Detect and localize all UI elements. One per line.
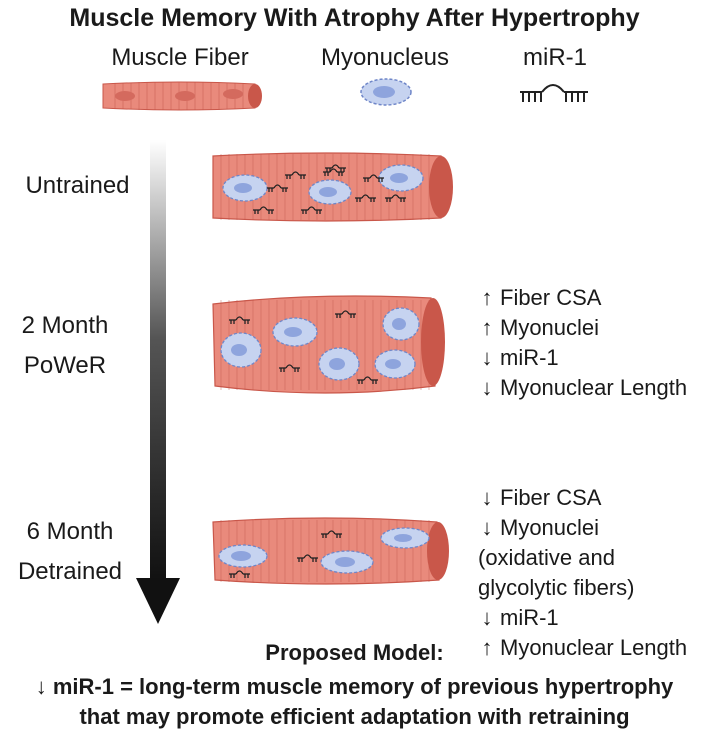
myonucleus-icon bbox=[380, 527, 430, 549]
arrow-down-icon: ↓ bbox=[481, 485, 493, 510]
model-line-1: ↓ miR-1 = long-term muscle memory of pre… bbox=[35, 674, 674, 699]
model-heading: Proposed Model: bbox=[265, 640, 444, 665]
arrow-down-icon: ↓ bbox=[481, 515, 493, 540]
detrained-effect-myonuclei: ↓ Myonuclei bbox=[478, 513, 708, 543]
mir-1-icon bbox=[229, 316, 250, 324]
mir-1-icon bbox=[363, 174, 384, 182]
arrow-up-icon: ↑ bbox=[481, 315, 493, 340]
mir-1-icon bbox=[520, 84, 588, 102]
mir-1-icon bbox=[355, 194, 376, 202]
stage-label-untrained: Untrained bbox=[0, 166, 155, 206]
mir-1-icon bbox=[357, 376, 378, 384]
arrow-down-icon: ↓ bbox=[481, 605, 493, 630]
mir-1-icon bbox=[253, 206, 274, 214]
myonucleus-icon bbox=[220, 332, 262, 368]
stage-label-power: 2 Month PoWeR bbox=[0, 306, 130, 386]
effect-text: Fiber CSA bbox=[500, 285, 602, 310]
detrained-effect-myonuclear-length: ↑ Myonuclear Length bbox=[478, 633, 708, 663]
detrained-fiber bbox=[212, 517, 449, 585]
stage-power-line-2: PoWeR bbox=[23, 352, 107, 379]
mir-1-icon bbox=[325, 164, 346, 172]
power-fiber-stripes bbox=[220, 300, 430, 390]
time-arrow-icon bbox=[136, 140, 180, 624]
mir-1-icon bbox=[301, 206, 322, 214]
myonucleus-icon bbox=[360, 78, 412, 106]
legend-myonucleus-label: Myonucleus bbox=[320, 44, 450, 71]
mir-1-icon bbox=[385, 194, 406, 202]
mir-1-icon bbox=[229, 570, 250, 578]
effect-text: miR-1 bbox=[500, 345, 559, 370]
mir-1-icon bbox=[297, 554, 318, 562]
effect-text: miR-1 bbox=[500, 605, 559, 630]
arrow-up-icon: ↑ bbox=[481, 635, 493, 660]
power-effect-myonuclei: ↑ Myonuclei bbox=[478, 313, 708, 343]
legend-muscle-fiber-label: Muscle Fiber bbox=[111, 44, 249, 71]
effect-text: Myonuclear Length bbox=[500, 375, 688, 400]
figure-title: Muscle Memory With Atrophy After Hypertr… bbox=[69, 4, 640, 32]
myonucleus-icon bbox=[318, 347, 360, 381]
myonucleus-icon bbox=[272, 317, 318, 347]
myonucleus-icon bbox=[222, 174, 268, 202]
detrained-effect-mir-1: ↓ miR-1 bbox=[478, 603, 708, 633]
power-fiber bbox=[212, 295, 445, 394]
mir-1-icon bbox=[279, 364, 300, 372]
model-line-2: that may promote efficient adaptation wi… bbox=[79, 704, 630, 729]
mir-1-icon bbox=[335, 310, 356, 318]
effect-text: Myonuclei bbox=[500, 315, 600, 340]
myonucleus-icon bbox=[382, 307, 420, 341]
myonucleus-icon bbox=[218, 544, 268, 568]
muscle-fiber-icon bbox=[102, 81, 262, 111]
stage-power-line-1: 2 Month bbox=[21, 312, 109, 339]
myonucleus-icon bbox=[320, 550, 374, 574]
legend-mir-1-label: miR-1 bbox=[523, 44, 587, 71]
stage-detrained-line-1: 6 Month bbox=[26, 518, 114, 545]
arrow-up-icon: ↑ bbox=[481, 285, 493, 310]
stage-label-detrained: 6 Month Detrained bbox=[0, 512, 140, 592]
power-mir-1-group bbox=[229, 310, 378, 384]
power-effect-fiber-csa: ↑ Fiber CSA bbox=[478, 283, 708, 313]
stage-untrained-line-1: Untrained bbox=[25, 172, 130, 199]
arrow-down-icon: ↓ bbox=[481, 345, 493, 370]
stage-detrained-line-2: Detrained bbox=[17, 558, 123, 585]
power-effect-mir-1: ↓ miR-1 bbox=[478, 343, 708, 373]
detrained-effect-fiber-csa: ↓ Fiber CSA bbox=[478, 483, 708, 513]
myonucleus-icon bbox=[308, 179, 352, 205]
power-effects-list: ↑ Fiber CSA ↑ Myonuclei ↓ miR-1 ↓ Myonuclear… bbox=[478, 283, 708, 403]
detrained-effects-list: ↓ Fiber CSA ↓ Myonuclei (oxidative and gly… bbox=[478, 483, 708, 663]
mir-1-icon bbox=[285, 171, 306, 179]
untrained-mir-1-group bbox=[253, 164, 406, 214]
myonucleus-icon bbox=[378, 164, 424, 192]
arrow-down-icon: ↓ bbox=[481, 375, 493, 400]
effect-text: Myonuclei bbox=[500, 515, 600, 540]
detrained-mir-1-group bbox=[229, 530, 342, 578]
mir-1-icon bbox=[321, 530, 342, 538]
power-effect-myonuclear-length: ↓ Myonuclear Length bbox=[478, 373, 708, 403]
effect-text: Myonuclear Length bbox=[500, 635, 688, 660]
mir-1-icon bbox=[267, 184, 288, 192]
effect-text: Fiber CSA bbox=[500, 485, 602, 510]
untrained-fiber bbox=[212, 152, 453, 222]
myonucleus-icon bbox=[374, 349, 416, 379]
detrained-effect-note: (oxidative and glycolytic fibers) bbox=[478, 545, 635, 600]
